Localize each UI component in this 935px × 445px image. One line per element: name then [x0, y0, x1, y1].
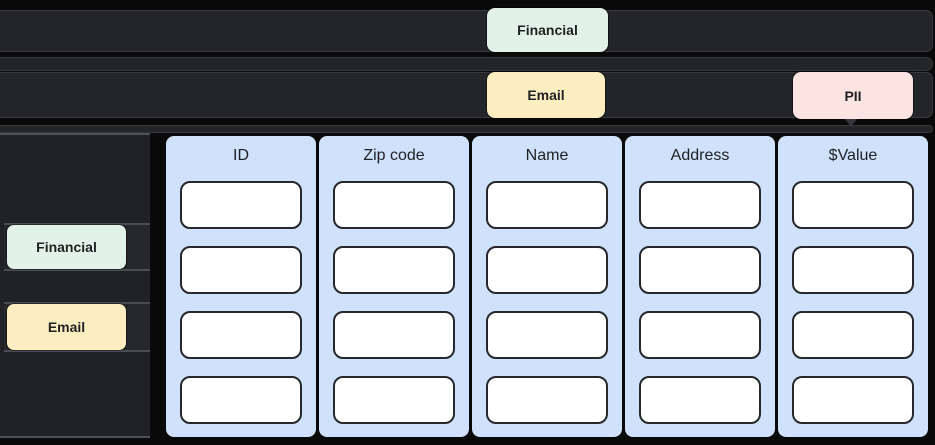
table-cell	[333, 181, 455, 229]
table-cell	[180, 376, 302, 424]
table-cell	[792, 246, 914, 294]
table-cell	[333, 246, 455, 294]
column-header: Zip code	[363, 147, 425, 164]
financial-tag-sidebar-label: Financial	[36, 239, 97, 255]
column-header: Name	[525, 147, 569, 164]
pii-tag[interactable]: PII	[793, 72, 913, 119]
email-tag-sidebar-label: Email	[47, 319, 86, 335]
table-column-id: ID	[166, 136, 316, 437]
table-cell	[180, 181, 302, 229]
track-email-pii	[0, 72, 933, 118]
track-empty	[0, 57, 933, 71]
table-column-address: Address	[625, 136, 775, 437]
table-column-name: Name	[472, 136, 622, 437]
column-header: $Value	[828, 147, 878, 164]
table-cell	[639, 376, 761, 424]
table-column-zip-code: Zip code	[319, 136, 469, 437]
table-cell	[792, 376, 914, 424]
table-cell	[486, 246, 608, 294]
financial-tag-top[interactable]: Financial	[487, 8, 608, 52]
email-tag-sidebar[interactable]: Email	[7, 304, 126, 350]
track-financial	[0, 10, 933, 52]
table-cell	[639, 181, 761, 229]
table-cell	[486, 376, 608, 424]
financial-tag-top-label: Financial	[517, 22, 578, 38]
email-tag-top-label: Email	[527, 87, 565, 103]
financial-tag-sidebar[interactable]: Financial	[7, 225, 126, 269]
table-cell	[486, 311, 608, 359]
table-cell	[639, 311, 761, 359]
table-columns: ID Zip code Name Address $Value	[166, 136, 928, 437]
table-cell	[180, 246, 302, 294]
table-cell	[333, 376, 455, 424]
table-cell	[639, 246, 761, 294]
column-header: Address	[670, 147, 730, 164]
email-tag-top[interactable]: Email	[487, 72, 605, 118]
table-cell	[792, 311, 914, 359]
pii-tag-label: PII	[844, 87, 862, 104]
table-cell	[333, 311, 455, 359]
table-column--value: $Value	[778, 136, 928, 437]
track-divider-band	[0, 125, 933, 133]
cursor-arrow-icon	[845, 119, 857, 127]
table-cell	[486, 181, 608, 229]
table-cell	[792, 181, 914, 229]
table-cell	[180, 311, 302, 359]
column-header: ID	[233, 147, 249, 164]
sidebar-panel	[0, 133, 150, 438]
